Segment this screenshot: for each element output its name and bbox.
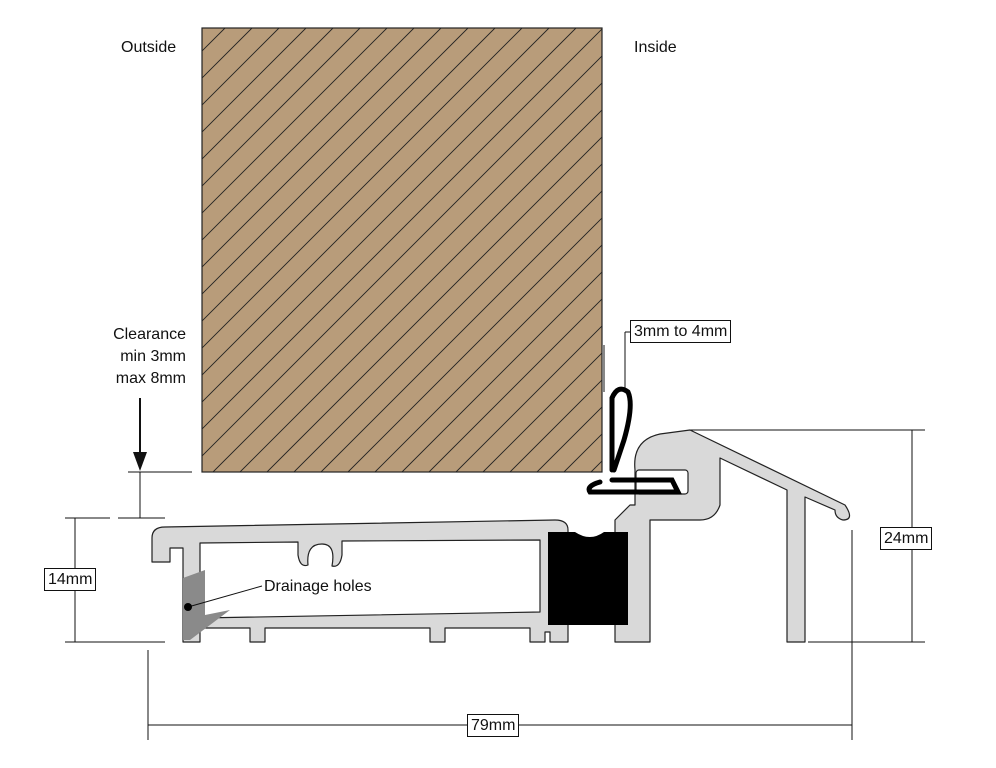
inside-label: Inside: [634, 39, 677, 56]
hatch-line: [672, 28, 996, 472]
hatch-line: [202, 28, 415, 241]
weather-seal: [586, 386, 683, 495]
hatch-line: [0, 28, 144, 472]
hatch-line: [202, 28, 550, 376]
hatch-line: [202, 28, 280, 106]
hatch-line: [428, 298, 602, 472]
hatch-line: [202, 28, 577, 403]
width-dimension: 79mm: [467, 714, 520, 737]
door-section: [0, 27, 996, 473]
hatch-line: [0, 28, 198, 472]
hatch-line: [618, 28, 996, 472]
clearance-line-1: Clearance: [113, 326, 186, 343]
hatch-line: [202, 28, 334, 160]
hatch-line: [455, 325, 602, 472]
hatch-line: [239, 109, 602, 472]
hatch-line: [212, 82, 602, 472]
hatch-line: [590, 460, 602, 472]
hatch-line: [202, 28, 442, 268]
clearance-line-3: max 8mm: [115, 370, 186, 387]
hatch-line: [320, 190, 602, 472]
hatch-line: [202, 28, 523, 349]
hatch-line: [509, 379, 602, 472]
drainage-label: Drainage holes: [264, 578, 372, 595]
hatch-line: [202, 28, 496, 322]
hatch-line: [202, 28, 602, 430]
hatch-line: [202, 28, 361, 187]
clearance-label: Clearance min 3mm max 8mm: [80, 324, 186, 390]
gasket: [548, 532, 628, 625]
base-height-dimension: 14mm: [44, 568, 97, 591]
hatch-line: [202, 28, 307, 133]
hatch-line: [202, 28, 469, 295]
hatch-line: [374, 244, 602, 472]
hatch-line: [645, 28, 996, 472]
hatch-line: [536, 406, 602, 472]
outside-label: Outside: [121, 39, 177, 56]
total-height-dimension: 24mm: [880, 527, 933, 550]
gap-dimension: 3mm to 4mm: [630, 320, 732, 343]
hatch-line: [202, 28, 226, 52]
hatch-line: [202, 28, 388, 214]
clearance-arrow-icon: [133, 398, 147, 471]
hatch-line: [401, 271, 602, 472]
hatch-line: [347, 217, 602, 472]
hatch-line: [293, 163, 602, 472]
clearance-line-2: min 3mm: [120, 348, 186, 365]
threshold-profile: [151, 429, 851, 643]
hatch-line: [266, 136, 602, 472]
hatch-line: [699, 28, 996, 472]
hatch-line: [753, 28, 996, 472]
hatch-line: [780, 28, 996, 472]
drainage-hole: [183, 570, 230, 640]
hatch-line: [202, 55, 602, 457]
hatch-line: [482, 352, 602, 472]
hatch-line: [0, 28, 171, 472]
hatch-line: [726, 28, 996, 472]
